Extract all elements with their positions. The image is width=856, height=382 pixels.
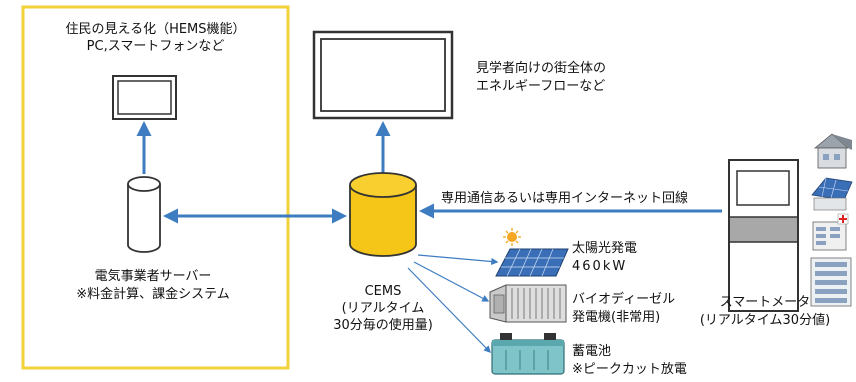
server-label-line2: ※料金計算、課金システム	[76, 287, 230, 302]
smart-meter-icon	[728, 159, 799, 312]
solar-label-line2: 460kW	[572, 259, 628, 274]
arrow-cems-to-biodiesel	[413, 261, 490, 302]
display-label-line2: エネルギーフローなど	[476, 79, 606, 94]
link-label: 専用通信あるいは専用インターネット回線	[441, 191, 689, 206]
pc-monitor-icon	[112, 75, 177, 120]
cems-label-line3: 30分毎の使用量)	[333, 318, 433, 333]
smart-meter-label-line2: (リアルタイム30分値)	[699, 313, 831, 328]
display-label-line1: 見学者向けの街全体の	[476, 61, 607, 76]
smart-meter-label-line1: スマートメータ	[719, 295, 811, 310]
arrow-cems-to-battery	[407, 267, 492, 354]
battery-label-line1: 蓄電池	[572, 344, 612, 359]
hospital-icon	[812, 213, 849, 251]
building-solar-icon	[811, 177, 853, 211]
generator-icon	[489, 284, 567, 323]
solar-label-line1: 太陽光発電	[572, 241, 638, 256]
apartment-icon	[810, 257, 852, 307]
cems-label-line1: CEMS	[364, 284, 402, 299]
server-label-line1: 電気事業者サーバー	[94, 269, 212, 284]
server-cylinder-icon	[127, 176, 161, 253]
cems-label-line2: (リアルタイム	[341, 301, 425, 316]
biodiesel-label-line1: バイオディーゼル	[572, 292, 676, 307]
hems-title-line2: PC,スマートフォンなど	[86, 39, 225, 54]
house-icon	[813, 133, 852, 169]
sun-icon	[503, 228, 521, 246]
battery-icon	[491, 333, 565, 375]
arrow-cems-to-solar	[417, 254, 499, 266]
large-display-icon	[312, 30, 454, 120]
solar-panel-icon	[495, 248, 569, 277]
cems-cylinder-icon	[349, 172, 417, 257]
hems-title-line1: 住民の見える化（HEMS機能）	[65, 22, 246, 37]
hems-frame	[21, 5, 290, 370]
battery-label-line2: ※ピークカット放電	[572, 362, 687, 377]
biodiesel-label-line2: 発電機(非常用)	[572, 310, 661, 325]
